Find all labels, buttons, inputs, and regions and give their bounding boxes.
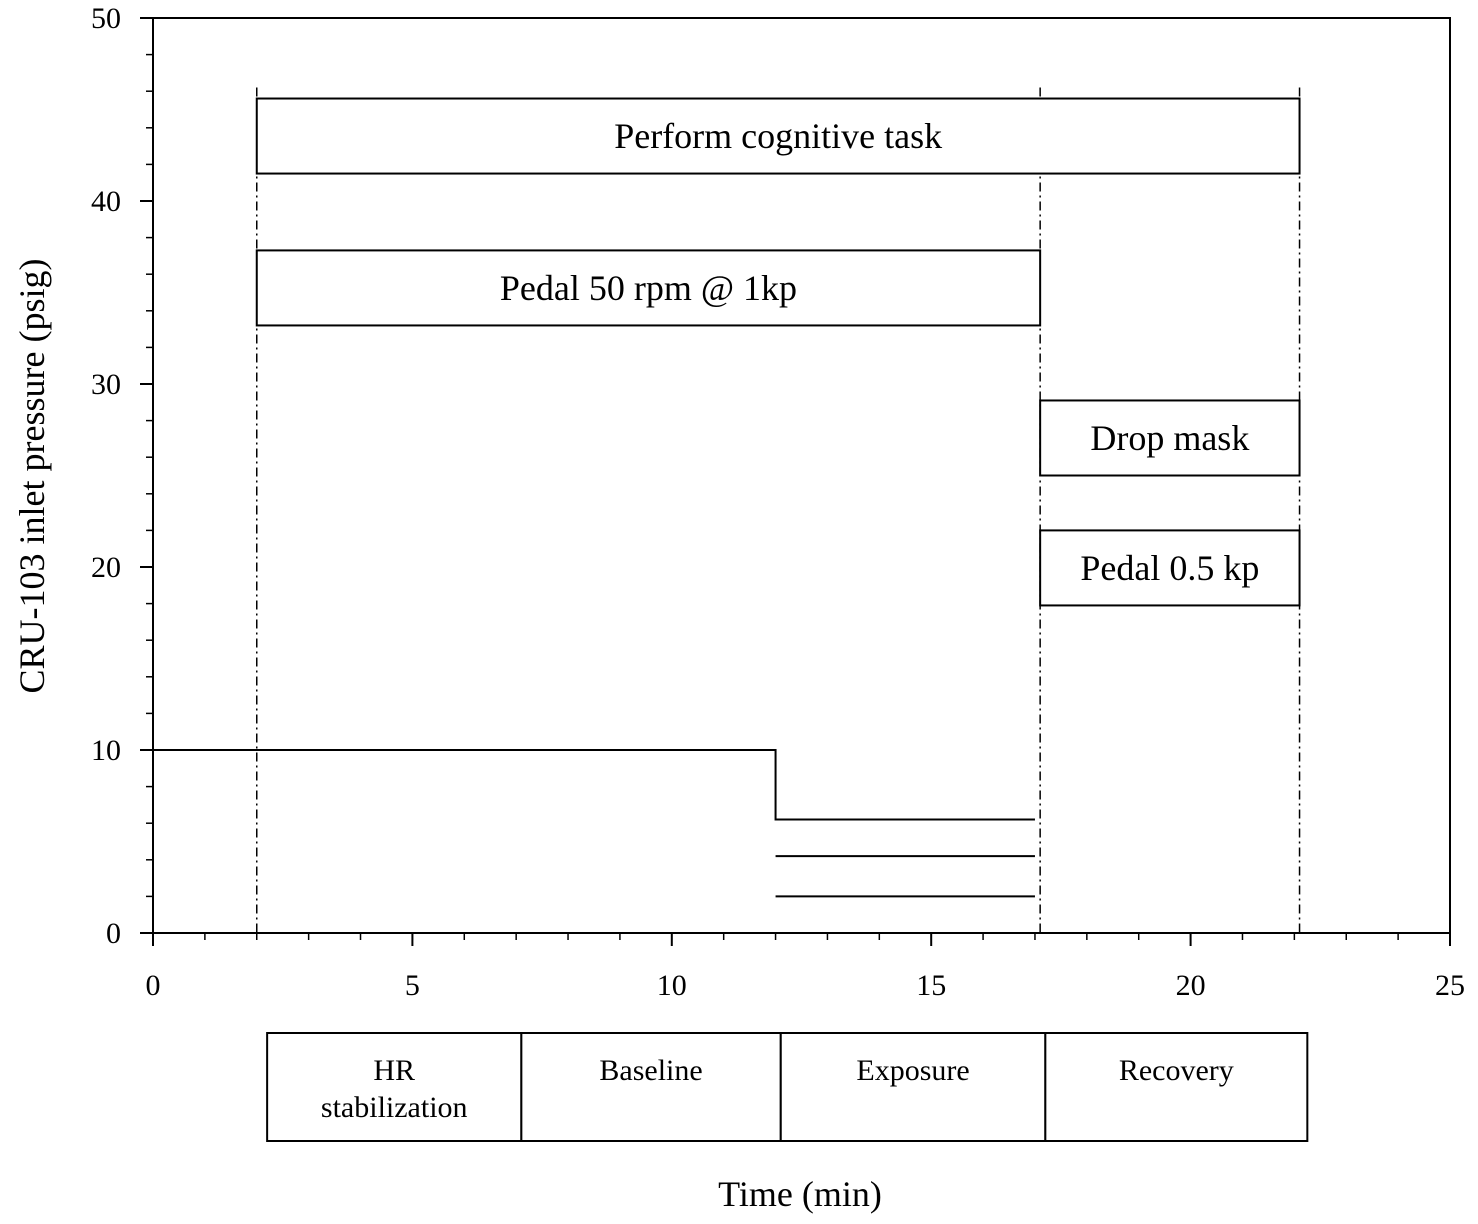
y-axis-title: CRU-103 inlet pressure (psig) — [12, 259, 52, 694]
y-tick-label: 50 — [91, 2, 121, 35]
phase-label: Recovery — [1119, 1054, 1234, 1087]
plot-frame — [152, 17, 1451, 934]
x-tick-label: 25 — [1435, 969, 1465, 1002]
task-annotation-box — [255, 249, 1042, 327]
task-annotation-label: Perform cognitive task — [614, 116, 942, 156]
x-tick-label: 15 — [916, 969, 946, 1002]
phase-box — [1044, 1032, 1309, 1142]
y-tick-label: 30 — [91, 368, 121, 401]
x-tick-label: 20 — [1176, 969, 1206, 1002]
phase-label: stabilization — [321, 1091, 468, 1124]
x-tick-label: 10 — [657, 969, 687, 1002]
task-annotation-box — [1039, 529, 1301, 607]
task-annotation-label: Pedal 50 rpm @ 1kp — [500, 268, 797, 308]
phase-label: HR — [373, 1054, 415, 1087]
y-tick-label: 20 — [91, 551, 121, 584]
x-tick-label: 0 — [146, 969, 161, 1002]
y-tick-label: 40 — [91, 185, 121, 218]
y-tick-label: 0 — [106, 917, 121, 950]
y-tick-label: 10 — [91, 734, 121, 767]
x-tick-label: 5 — [405, 969, 420, 1002]
phase-label: Baseline — [599, 1054, 702, 1087]
task-annotation-label: Drop mask — [1090, 418, 1249, 458]
x-axis-title: Time (min) — [718, 1174, 882, 1214]
task-annotation-box — [1039, 399, 1301, 477]
phase-label: Exposure — [856, 1054, 969, 1087]
task-annotation-box — [255, 97, 1301, 175]
phase-box — [520, 1032, 782, 1142]
pressure-series-line — [153, 749, 1035, 821]
phase-box — [779, 1032, 1047, 1142]
task-annotation-label: Pedal 0.5 kp — [1080, 548, 1259, 588]
phase-box — [266, 1032, 523, 1142]
